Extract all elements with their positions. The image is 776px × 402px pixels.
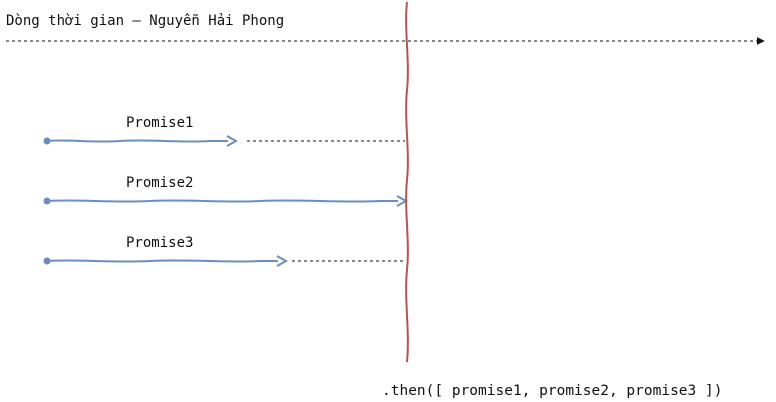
promise2-label: Promise2 xyxy=(126,175,194,191)
then-code-label: .then([ promise1, promise2, promise3 ]) xyxy=(382,383,723,399)
promise1-label: Promise1 xyxy=(126,115,194,131)
promise3-label: Promise3 xyxy=(126,235,194,251)
promise2-arrow xyxy=(43,195,409,207)
promise1-arrow xyxy=(43,135,239,147)
promise3-arrow xyxy=(43,255,289,267)
barrier-line xyxy=(405,1,409,363)
timeline-title: Dòng thời gian – Nguyễn Hải Phong xyxy=(6,13,285,29)
